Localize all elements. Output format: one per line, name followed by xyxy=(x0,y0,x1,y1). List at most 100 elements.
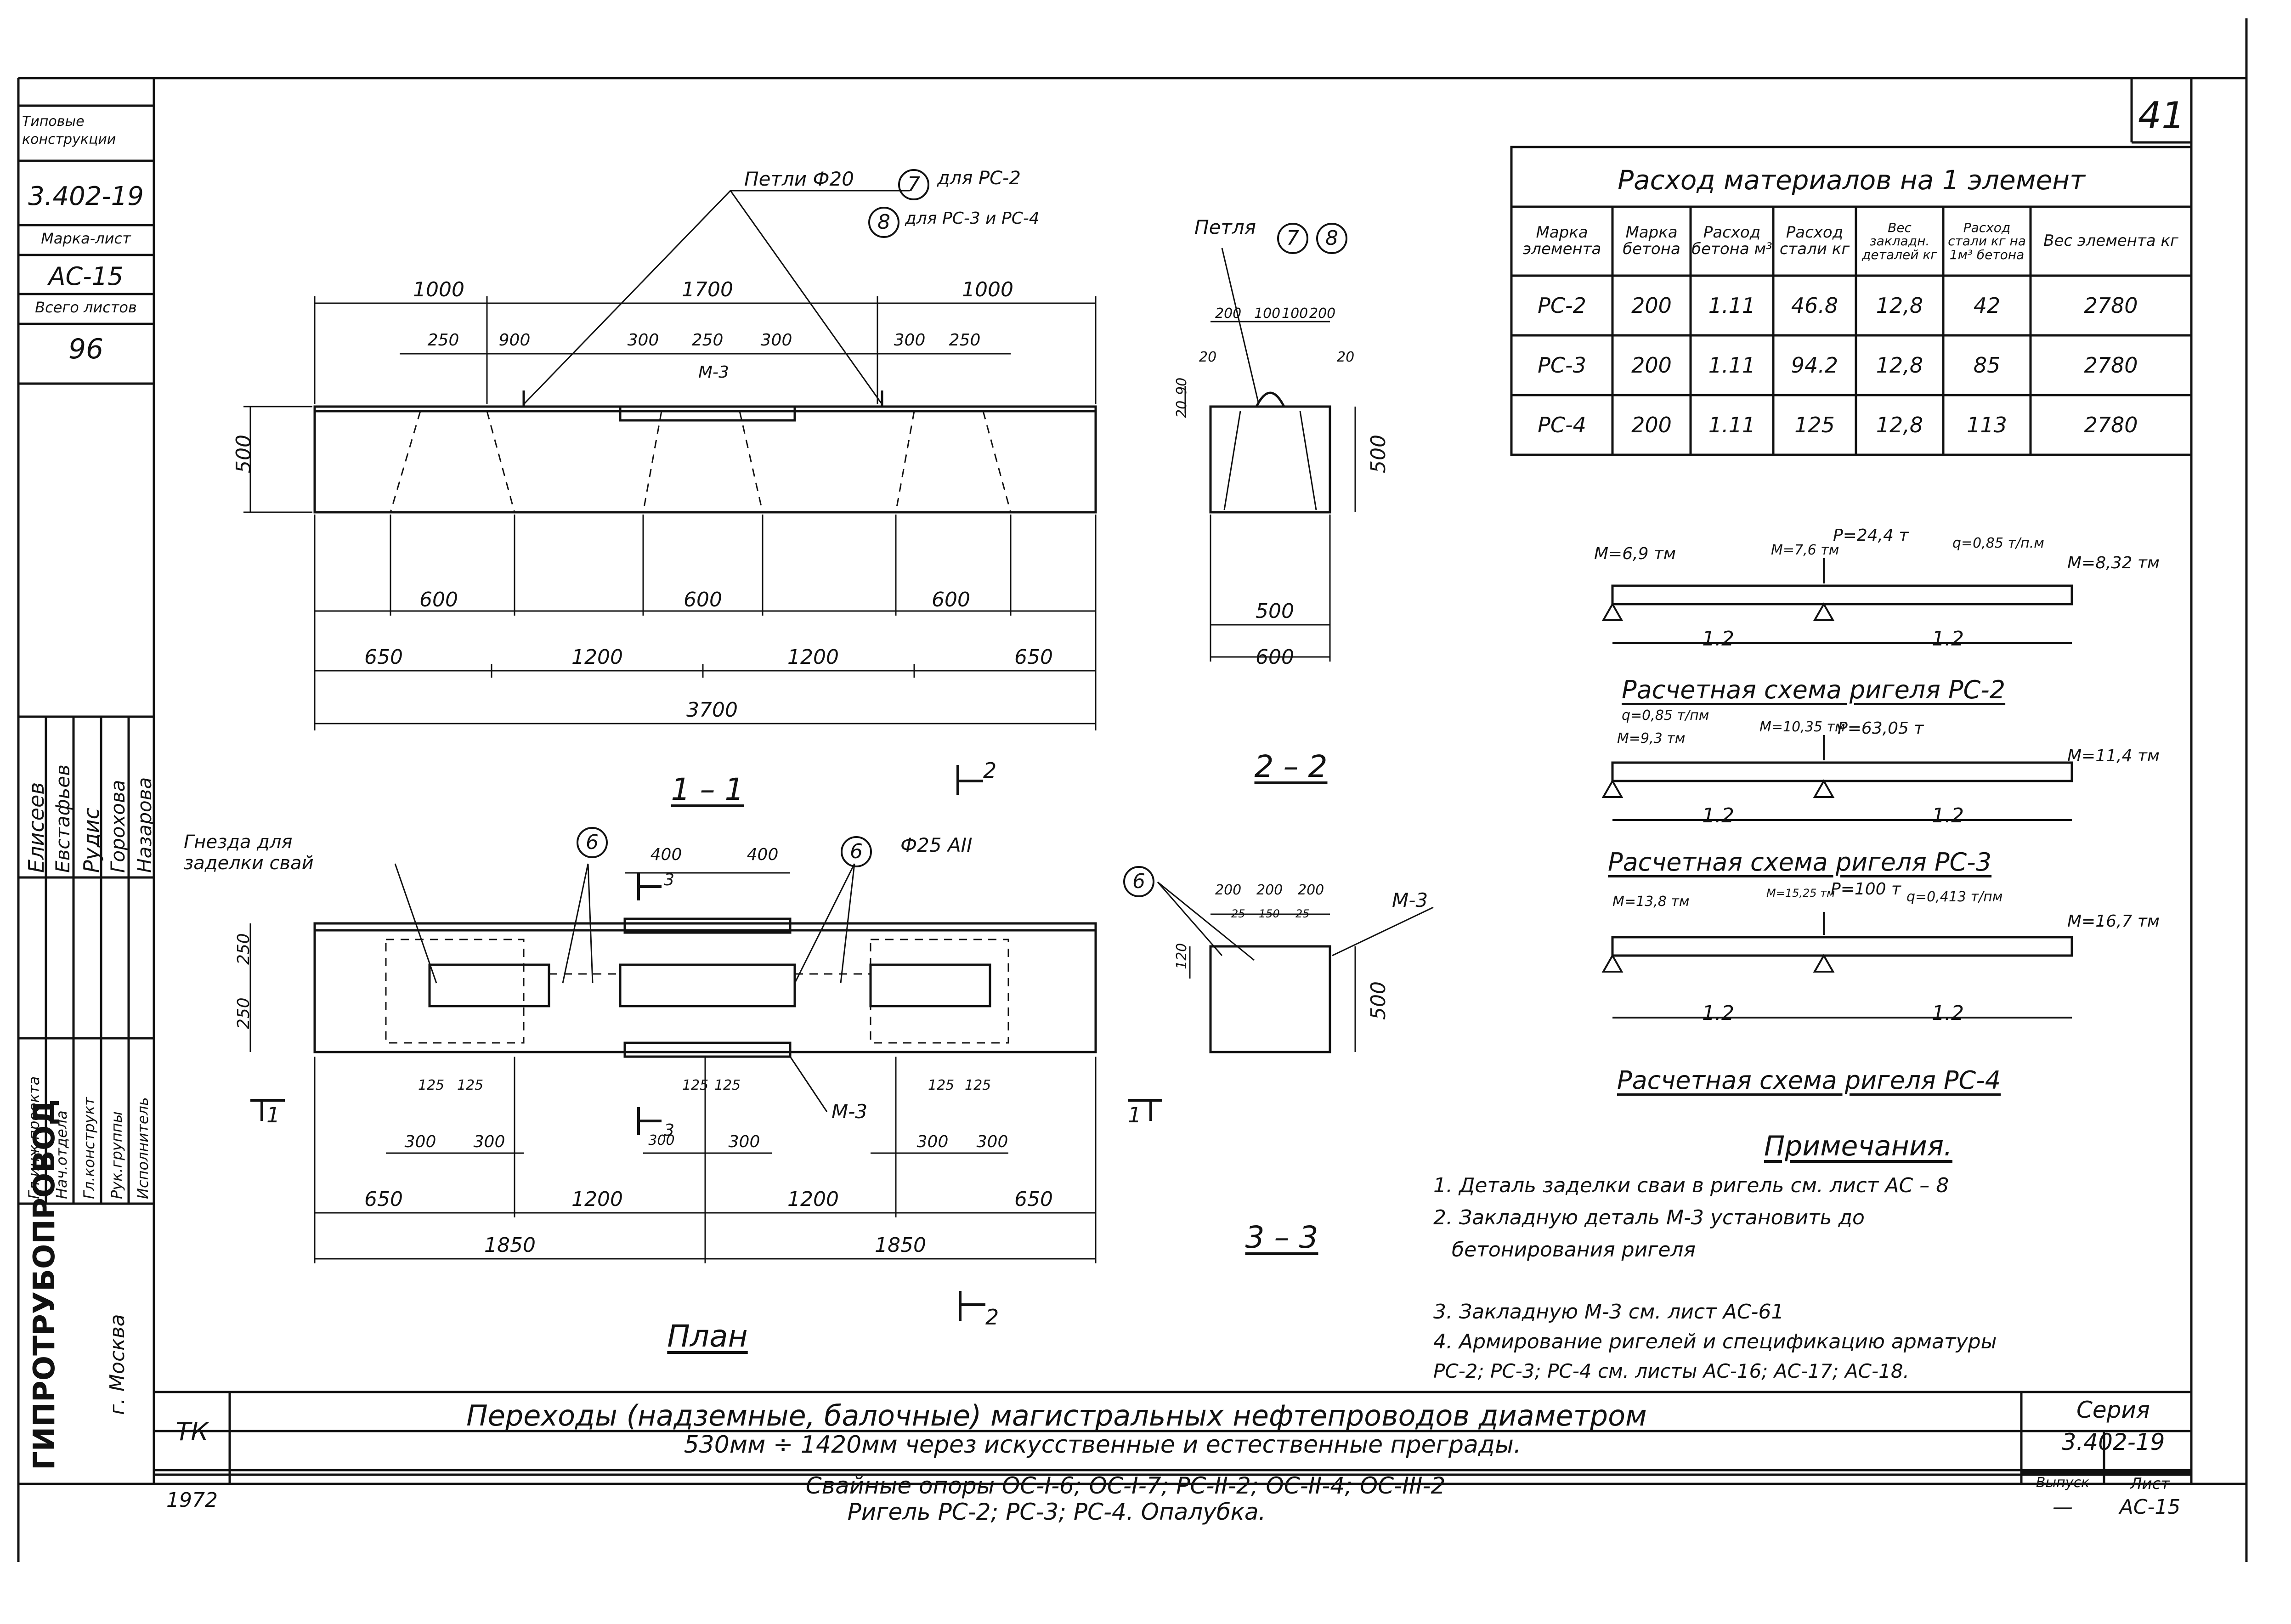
title-line-4: Ригель РС-2; РС-3; РС-4. Опалубка. xyxy=(847,1499,1266,1525)
dim-2-2-height: 500 xyxy=(1367,435,1390,473)
scheme-2-caption: Расчетная схема ригеля РС-3 xyxy=(1608,848,1992,877)
series-label: Серия xyxy=(2076,1397,2150,1423)
cut-3-top: 3 xyxy=(664,871,674,889)
cut-1-right: 1 xyxy=(1128,1103,1142,1127)
city-name: г. Москва xyxy=(106,1314,129,1415)
table-cell: РС-3 xyxy=(1538,352,1586,378)
dim-300: 300 xyxy=(404,1132,436,1151)
mark-6-section-3-3: 6 xyxy=(1123,866,1154,897)
table-cell: 1.11 xyxy=(1708,352,1756,378)
dim-sub: 250 xyxy=(691,331,724,350)
plan-dim-half: 1850 xyxy=(484,1234,536,1257)
table-header-steel-per-m3: Расход стали кг на 1м³ бетона xyxy=(1948,220,2026,262)
scheme-2-m-mid: M=10,35 тм xyxy=(1759,719,1845,735)
cut-mark-2-top: 2 xyxy=(983,758,997,783)
table-header-embedded: Вес закладн. деталей кг xyxy=(1862,220,1937,262)
dim-300: 300 xyxy=(976,1132,1008,1151)
dim-1000-right: 1000 xyxy=(962,278,1013,301)
table-cell: 46.8 xyxy=(1791,293,1838,318)
dim-125: 125 xyxy=(682,1077,709,1093)
scheme-3-p: P=100 т xyxy=(1831,880,1901,899)
sheet-number: 41 xyxy=(2138,94,2185,137)
dim-2-2-inner: 500 xyxy=(1256,600,1294,623)
dim-400: 400 xyxy=(747,845,779,864)
scheme-1-m-right: M=8,32 тм xyxy=(2067,554,2160,572)
table-cell: 1.11 xyxy=(1708,293,1756,318)
scheme-1-m-left: M=6,9 тм xyxy=(1594,544,1676,563)
table-cell: 2780 xyxy=(2084,352,2138,378)
table-title: Расход материалов на 1 элемент xyxy=(1618,164,2085,196)
scheme-3-span: 1.2 xyxy=(1932,1002,1964,1025)
scheme-1-p: P=24,4 т xyxy=(1833,526,1909,545)
table-cell: РС-4 xyxy=(1538,412,1586,437)
table-cell: 85 xyxy=(1973,352,2001,378)
dim-bottom: 650 xyxy=(364,645,403,669)
dim-height-500: 500 xyxy=(232,435,255,473)
total-sheets-label: Всего листов xyxy=(35,299,137,316)
loop-note-rs2: для РС-2 xyxy=(937,168,1021,189)
dim-3-3-small: 150 xyxy=(1259,907,1280,920)
mark-6-right: 6 xyxy=(841,836,872,867)
scheme-3-m-right: M=16,7 тм xyxy=(2067,912,2160,931)
scheme-1-caption: Расчетная схема ригеля РС-2 xyxy=(1622,675,2006,704)
dim-bottom: 1200 xyxy=(571,645,623,669)
section-1-1-title: 1 – 1 xyxy=(671,772,744,807)
table-header-steel-use: Расход стали кг xyxy=(1779,223,1850,258)
name-evstafiev: Евстафьев xyxy=(51,764,74,873)
dim-600: 600 xyxy=(932,588,970,611)
issue-value: — xyxy=(2053,1495,2073,1519)
dim-3-3-top: 200 xyxy=(1298,882,1324,898)
note-item: 4. Армирование ригелей и спецификацию ар… xyxy=(1433,1330,1997,1353)
dim-2-2-small: 20 xyxy=(1199,349,1217,365)
m3-label-plan: М-3 xyxy=(832,1100,868,1123)
table-header-mark: Марка элемента xyxy=(1522,223,1601,258)
mark-sheet-value: АС-15 xyxy=(48,262,124,291)
sheet-value: АС-15 xyxy=(2119,1495,2181,1519)
dim-600: 600 xyxy=(419,588,458,611)
year-label: 1972 xyxy=(166,1488,218,1512)
dim-2-2-top: 100 xyxy=(1254,306,1281,322)
dim-3-3-height: 500 xyxy=(1367,981,1390,1020)
scheme-3-q: q=0,413 т/пм xyxy=(1906,889,2003,905)
section-2-2-title: 2 – 2 xyxy=(1254,749,1328,784)
table-header-concrete: Марка бетона xyxy=(1623,223,1680,258)
dim-125: 125 xyxy=(928,1077,955,1093)
dim-3-3-small: 25 xyxy=(1231,907,1245,920)
rebar-label: Ф25 АII xyxy=(900,834,973,856)
dim-250: 250 xyxy=(234,997,253,1029)
dim-125: 125 xyxy=(418,1077,445,1093)
dim-2-2-small: 20 xyxy=(1337,349,1355,365)
table-cell: 42 xyxy=(1973,293,2001,318)
scheme-3-caption: Расчетная схема ригеля РС-4 xyxy=(1617,1066,2001,1095)
table-header-weight: Вес элемента кг xyxy=(2043,232,2178,250)
table-cell: 12,8 xyxy=(1876,352,1923,378)
dim-3-3-left: 120 xyxy=(1174,943,1190,969)
table-cell: 1.11 xyxy=(1708,412,1756,437)
dim-2-2-top: 200 xyxy=(1309,306,1336,322)
note-item: 1. Деталь заделки сваи в ригель см. лист… xyxy=(1433,1174,1949,1197)
table-cell: РС-2 xyxy=(1538,293,1586,318)
dim-2-2-small: 90 xyxy=(1174,377,1190,395)
scheme-2-span: 1.2 xyxy=(1702,804,1734,827)
table-cell: 2780 xyxy=(2084,412,2138,437)
tk-label: ТК xyxy=(175,1417,209,1446)
dim-sub: 250 xyxy=(949,331,981,350)
scheme-2-m-right: M=11,4 тм xyxy=(2067,747,2160,765)
title-line-2: 530мм ÷ 1420мм через искусственные и ест… xyxy=(684,1431,1522,1459)
dim-400: 400 xyxy=(650,845,682,864)
table-cell: 113 xyxy=(1967,412,2007,437)
plan-dim-half: 1850 xyxy=(875,1234,926,1257)
table-cell: 2780 xyxy=(2084,293,2138,318)
loop-mark-8-2-2: 8 xyxy=(1316,223,1347,254)
name-rudis: Рудис xyxy=(79,808,104,873)
scheme-1-span: 1.2 xyxy=(1702,627,1734,651)
table-cell: 94.2 xyxy=(1791,352,1838,378)
dim-3-3-small: 25 xyxy=(1295,907,1310,920)
role-executor: Исполнитель xyxy=(134,1097,152,1199)
table-cell: 12,8 xyxy=(1876,412,1923,437)
dim-overall-3700: 3700 xyxy=(686,698,738,722)
dim-300: 300 xyxy=(473,1132,505,1151)
dim-125: 125 xyxy=(457,1077,484,1093)
issue-label: Выпуск xyxy=(2036,1475,2090,1491)
total-sheets-value: 96 xyxy=(68,333,104,365)
